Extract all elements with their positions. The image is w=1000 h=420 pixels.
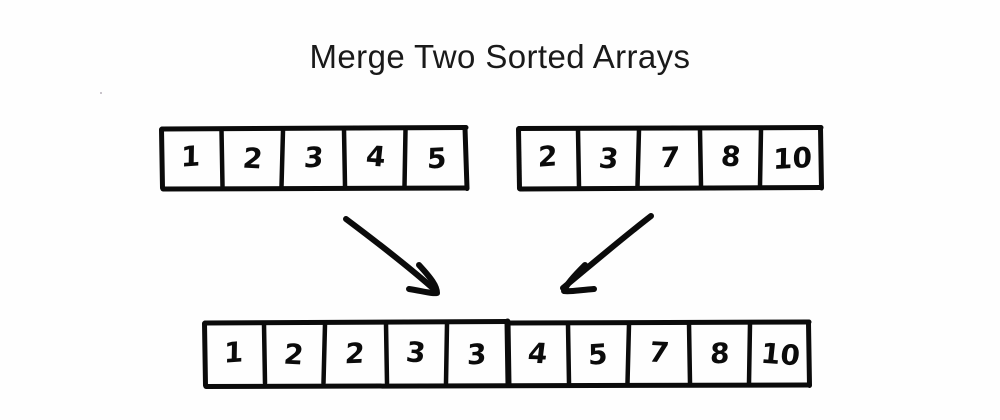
array-cell[interactable]: 5 — [406, 126, 468, 190]
first-array-cells: 1 2 3 4 5 — [160, 126, 468, 190]
array-cell[interactable]: 3 — [578, 126, 639, 190]
cell-value: 7 — [646, 335, 672, 370]
arrow-from-first-array-to-result — [343, 216, 439, 294]
arrow-from-second-array-to-result — [560, 213, 654, 291]
merged-result-array: 1 2 2 3 3 4 5 7 8 10 — [202, 318, 812, 389]
array-cell[interactable]: 10 — [762, 126, 823, 190]
cell-value: 10 — [772, 140, 813, 177]
array-cell[interactable]: 7 — [639, 126, 700, 190]
first-sorted-array: 1 2 3 4 5 — [159, 125, 470, 192]
array-cell[interactable]: 2 — [325, 320, 386, 388]
page-title: Merge Two Sorted Arrays — [309, 38, 691, 75]
cell-value: 3 — [404, 335, 428, 370]
array-cell[interactable]: 8 — [701, 126, 762, 190]
array-cell[interactable]: 3 — [385, 320, 446, 388]
array-cell[interactable]: 2 — [517, 126, 578, 190]
paper-speck-artifact — [100, 92, 102, 94]
cell-value: 2 — [240, 141, 264, 176]
cell-value: 3 — [303, 140, 325, 175]
cell-value: 1 — [223, 335, 244, 370]
array-cell[interactable]: 10 — [750, 320, 811, 388]
array-cell[interactable]: 4 — [507, 320, 568, 388]
cell-value: 7 — [659, 140, 681, 175]
array-cell[interactable]: 1 — [160, 126, 222, 190]
cell-value: 5 — [427, 141, 448, 176]
array-cell[interactable]: 2 — [222, 126, 284, 190]
array-cell[interactable]: 2 — [264, 320, 325, 388]
second-array-cells: 2 3 7 8 10 — [517, 126, 823, 190]
cell-value: 2 — [282, 337, 306, 372]
cell-value: 3 — [466, 337, 487, 372]
second-sorted-array: 2 3 7 8 10 — [516, 125, 824, 192]
cell-value: 8 — [709, 336, 731, 371]
array-cell[interactable]: 7 — [629, 320, 690, 388]
array-cell[interactable]: 4 — [345, 126, 407, 190]
array-cell[interactable]: 3 — [446, 320, 507, 388]
cell-value: 1 — [180, 139, 201, 174]
array-cell[interactable]: 5 — [568, 320, 629, 388]
cell-value: 5 — [588, 337, 609, 372]
cell-value: 3 — [597, 141, 621, 176]
array-cell[interactable]: 8 — [689, 320, 750, 388]
array-cell[interactable]: 1 — [203, 320, 264, 388]
cell-value: 8 — [719, 139, 743, 174]
cell-value: 10 — [759, 336, 802, 373]
array-cell[interactable]: 3 — [283, 126, 345, 190]
cell-value: 4 — [525, 336, 550, 371]
result-array-cells: 1 2 2 3 3 4 5 7 8 10 — [203, 320, 811, 388]
cell-value: 2 — [537, 139, 558, 174]
cell-value: 4 — [364, 139, 388, 174]
cell-value: 2 — [344, 336, 366, 371]
